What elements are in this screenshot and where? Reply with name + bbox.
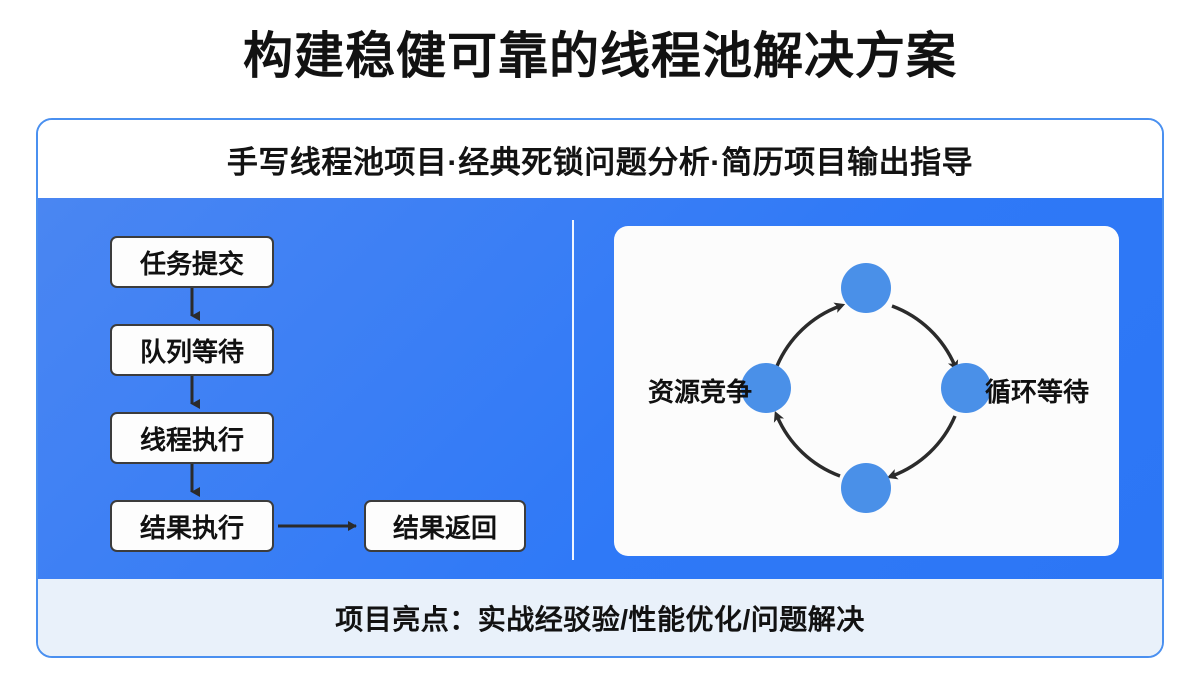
flowchart: 任务提交 队列等待 线程执行 结果执行 结果返回 <box>38 198 572 583</box>
cycle-diagram <box>741 263 991 513</box>
cycle-node-left <box>741 363 791 413</box>
cycle-node-right <box>941 363 991 413</box>
card-footer: 项目亮点：实战经驳验/性能优化/问题解决 <box>38 579 1162 656</box>
page-title: 构建稳健可靠的线程池解决方案 <box>243 28 957 84</box>
cycle-label-left: 资源竞争 <box>648 377 753 407</box>
flow-box-queue-wait[interactable]: 队列等待 <box>110 324 274 376</box>
cycle-node-top <box>841 263 891 313</box>
flow-box-thread-exec[interactable]: 线程执行 <box>110 412 274 464</box>
cycle-node-bottom <box>841 463 891 513</box>
flow-box-result-return[interactable]: 结果返回 <box>364 500 526 552</box>
main-card: 手写线程池项目·经典死锁问题分析·简历项目输出指导 <box>36 118 1164 658</box>
card-header-text: 手写线程池项目·经典死锁问题分析·简历项目输出指导 <box>226 144 974 180</box>
flow-box-task-submit[interactable]: 任务提交 <box>110 236 274 288</box>
card-body: 任务提交 队列等待 线程执行 结果执行 结果返回 <box>38 198 1162 583</box>
card-header: 手写线程池项目·经典死锁问题分析·简历项目输出指导 <box>38 120 1162 198</box>
panel-divider <box>572 220 574 560</box>
flow-box-result-exec[interactable]: 结果执行 <box>110 500 274 552</box>
card-footer-text: 项目亮点：实战经驳验/性能优化/问题解决 <box>335 603 865 635</box>
deadlock-cycle-panel: 资源竞争 循环等待 <box>614 226 1119 556</box>
cycle-label-right: 循环等待 <box>984 377 1089 407</box>
